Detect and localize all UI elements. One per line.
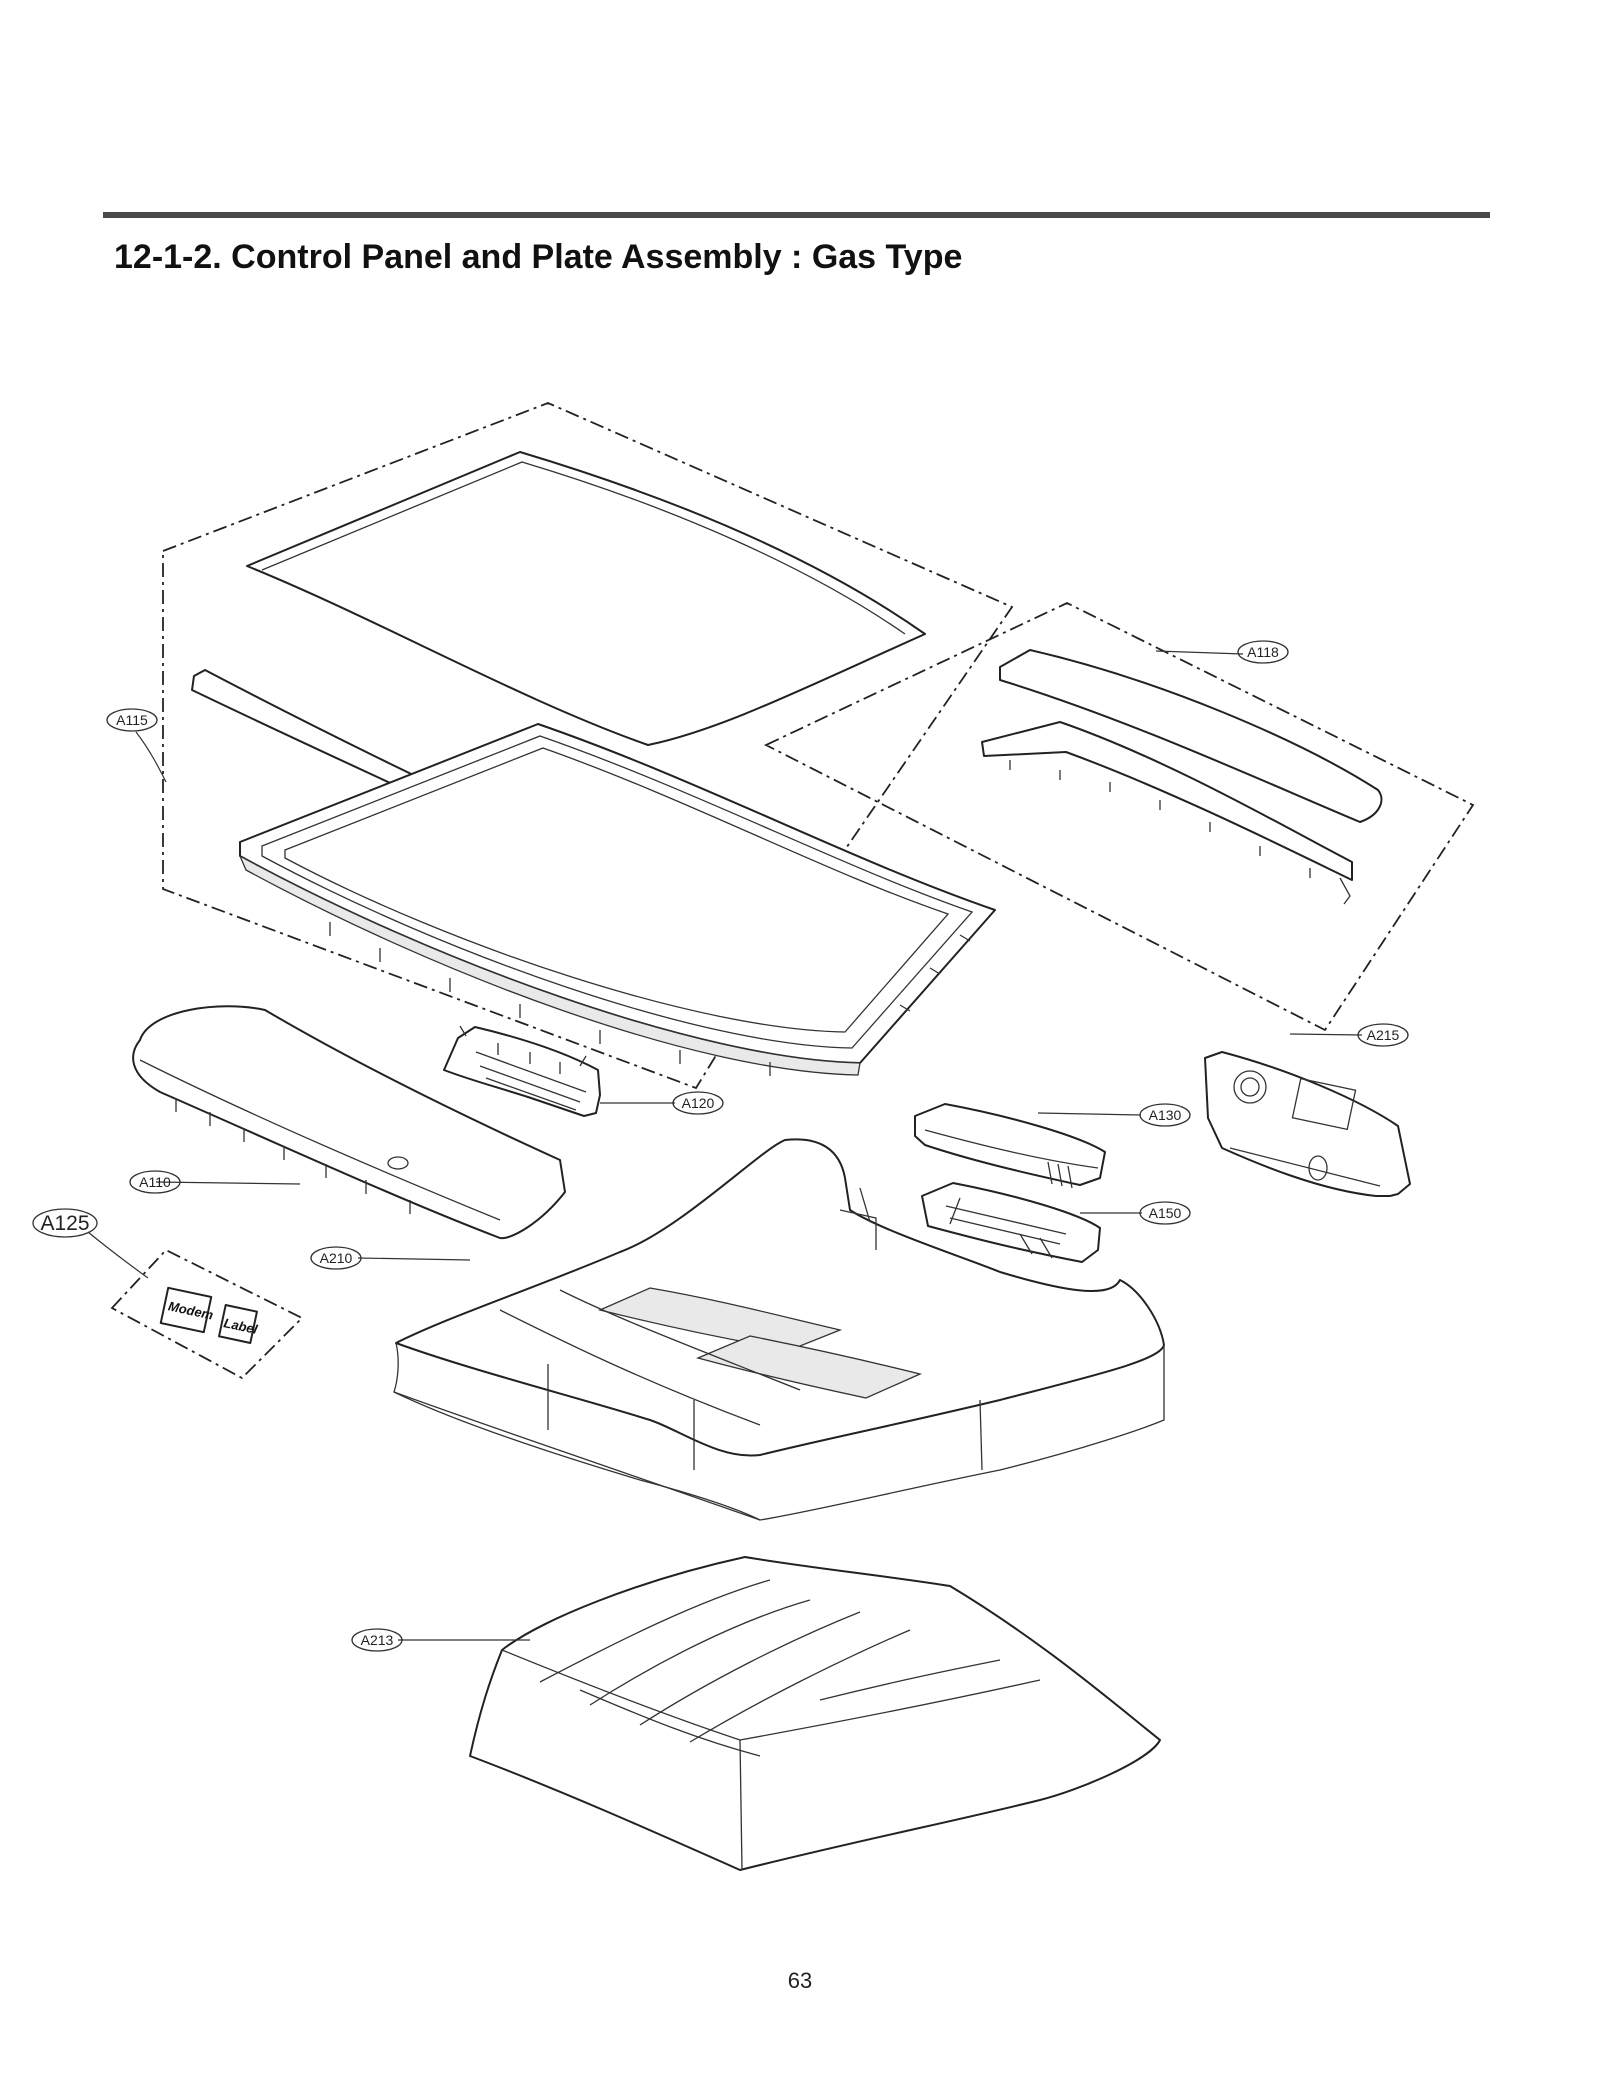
plate-tray [395,1138,1165,1457]
leader-lines [87,650,1363,1641]
svg-text:A215: A215 [1367,1027,1400,1043]
svg-text:A118: A118 [1247,644,1279,660]
panel-frame [239,723,996,1064]
label-sticker [218,1304,258,1344]
side-bracket [1204,1051,1411,1197]
svg-text:A110: A110 [139,1174,171,1190]
svg-text:A125: A125 [40,1212,89,1235]
callout-a110: A110 [129,1170,181,1194]
panel-glass [246,451,926,746]
main-pcb-part [443,1025,601,1117]
bottom-plate [469,1556,1161,1871]
group-boundary-a115 [162,402,1014,1090]
callout-a125: A125 [32,1208,98,1238]
callout-a150: A150 [1139,1201,1191,1225]
front-trim-part [132,1005,566,1240]
cover-bracket [981,721,1353,881]
plate-assembly-part [393,1138,1165,1521]
plate-channel-right [696,1335,922,1399]
bottom-plate-part [469,1556,1161,1871]
callout-a215: A215 [1357,1023,1409,1047]
svg-text:A213: A213 [361,1632,394,1648]
callout-a120: A120 [672,1091,724,1115]
control-panel-assembly [162,402,1014,1090]
header-rule [103,212,1490,218]
module-box [914,1103,1106,1186]
svg-text:A130: A130 [1149,1107,1182,1123]
group-boundary-a118 [763,601,1475,1032]
cover-assembly [763,601,1475,1032]
svg-text:A210: A210 [320,1250,353,1266]
svg-text:A150: A150 [1149,1205,1182,1221]
callout-a210: A210 [310,1246,362,1270]
callout-a213: A213 [351,1628,403,1652]
label-sticker-text: Label [222,1315,259,1337]
cover-top [999,649,1383,823]
callout-a130: A130 [1139,1103,1191,1127]
module-holder [921,1182,1101,1263]
modem-sticker [159,1286,213,1334]
page-number: 63 [787,1968,813,1993]
sticker-set-part: Modem Label [110,1248,304,1380]
side-bracket-part [1204,1051,1411,1197]
callout-labels: A115 A118 A215 A120 A130 A110 A125 A150 [32,640,1409,1652]
main-pcb [443,1026,601,1117]
plate-channel-left [597,1287,843,1351]
module-holder-part [921,1182,1101,1263]
frame-underside [238,854,861,1076]
module-box-part [914,1103,1106,1189]
svg-text:A115: A115 [116,712,148,728]
page-title: 12-1-2. Control Panel and Plate Assembly… [114,238,963,276]
callout-a118: A118 [1237,640,1289,664]
front-trim [132,1005,566,1240]
callout-a115: A115 [106,708,158,732]
svg-text:A120: A120 [682,1095,715,1111]
